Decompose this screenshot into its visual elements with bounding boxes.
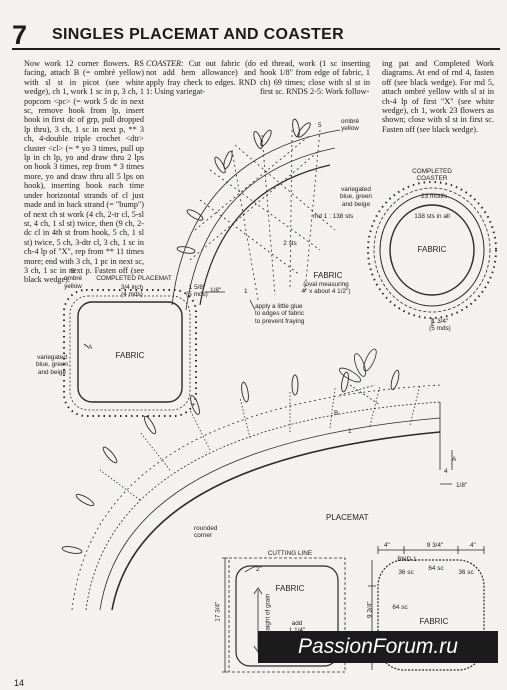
coaster-heading: COASTER: bbox=[146, 59, 184, 68]
instructions-text-2: Cut out fabric (do not add hem allowance… bbox=[146, 59, 256, 97]
label-apply-glue: apply a little glue to edges of fabric t… bbox=[255, 303, 305, 325]
label-4-inch-a: 4" bbox=[384, 542, 390, 549]
page-title: SINGLES PLACEMAT AND COASTER bbox=[52, 26, 344, 43]
label-eighth-inch: 1/8" bbox=[210, 287, 222, 294]
label-4-inch-b: 4" bbox=[470, 542, 476, 549]
label-2-sts: 2 sts bbox=[283, 240, 297, 247]
page-number: 14 bbox=[14, 678, 25, 688]
cutting-line-title: CUTTING LINE bbox=[267, 550, 313, 557]
label-23-motifs: 23 motifs bbox=[421, 193, 447, 200]
label-1: 1 bbox=[244, 288, 248, 295]
completed-placemat-title: COMPLETED PLACEMAT bbox=[96, 275, 172, 282]
label-placemat-a: A bbox=[452, 456, 457, 463]
label-placemat-1: 1 bbox=[348, 428, 352, 435]
label-36-sc-a: 36 sc bbox=[398, 569, 414, 576]
label-rnd1-sts: rnd 1 : 138 sts bbox=[312, 213, 354, 220]
label-placemat-fabric: FABRIC bbox=[115, 351, 145, 360]
label-rounded-corner: rounded corner bbox=[194, 525, 218, 540]
label-placemat-4: 4 bbox=[444, 468, 448, 475]
section-number: 7 bbox=[12, 20, 28, 50]
instructions-text-3: ed thread, work (1 sc inserting hook 1/8… bbox=[260, 59, 370, 97]
label-one-five-eighth: 1 5/8" (5 mds) bbox=[186, 284, 208, 299]
instructions-col-3: ed thread, work (1 sc inserting hook 1/8… bbox=[260, 59, 370, 97]
watermark-banner: PassionForum.ru bbox=[258, 631, 498, 663]
label-9-three-quarter-v: 9 3/4" bbox=[366, 601, 374, 618]
label-64-sc-b: 64 sc bbox=[392, 604, 408, 611]
label-cutting-fabric: FABRIC bbox=[275, 584, 305, 593]
instructions-col-4: ing pat and Completed Work diagrams. At … bbox=[382, 59, 494, 134]
instructions-col-1: Now work 12 corner flowers. RS facing, a… bbox=[24, 59, 144, 285]
label-coaster-dim: 1 3/4" (5 mds) bbox=[429, 318, 451, 333]
page-header: 7 SINGLES PLACEMAT AND COASTER bbox=[12, 20, 500, 50]
label-three-quarter-inch: 3/4 inch (4 mds) bbox=[120, 284, 144, 299]
label-b-ombre: B ombré yellow bbox=[63, 268, 83, 290]
label-placemat-b: B bbox=[334, 410, 339, 417]
instructions-col-2: COASTER: Cut out fabric (do not add hem … bbox=[146, 59, 256, 97]
label-17-three-quarter: 17 3/4" bbox=[214, 601, 222, 622]
rnd1-title: RND 1 bbox=[397, 556, 417, 563]
label-oval-measuring: (oval measuring 4" x about 4 1/2") bbox=[301, 281, 351, 296]
label-a: A bbox=[88, 344, 93, 351]
label-ombre-yellow: ombré yellow bbox=[340, 118, 360, 133]
instructions-text-4: ing pat and Completed Work diagrams. At … bbox=[382, 59, 494, 134]
placemat-title: PLACEMAT bbox=[326, 513, 369, 522]
label-9-three-quarter-a: 9 3/4" bbox=[426, 542, 444, 549]
label-rnd1-fabric: FABRIC bbox=[419, 617, 449, 626]
label-fabric: FABRIC bbox=[313, 271, 343, 280]
label-coaster-fabric: FABRIC bbox=[417, 245, 447, 254]
label-2-inch: 2" bbox=[256, 566, 262, 573]
label-36-sc-b: 36 sc bbox=[458, 569, 474, 576]
label-placemat-eighth: 1/8" bbox=[456, 482, 468, 489]
label-variegated: variegated blue, green and beige bbox=[340, 186, 372, 208]
label-64-sc-a: 64 sc bbox=[428, 565, 444, 572]
label-placemat-variegated: variegated blue, green and beige bbox=[36, 354, 68, 376]
instructions-text-1: Now work 12 corner flowers. RS facing, a… bbox=[24, 59, 144, 285]
completed-coaster-title: COMPLETED COASTER bbox=[412, 168, 452, 183]
label-round-5: 5 bbox=[318, 122, 322, 129]
label-138-sts: 138 sts in all bbox=[414, 213, 450, 220]
